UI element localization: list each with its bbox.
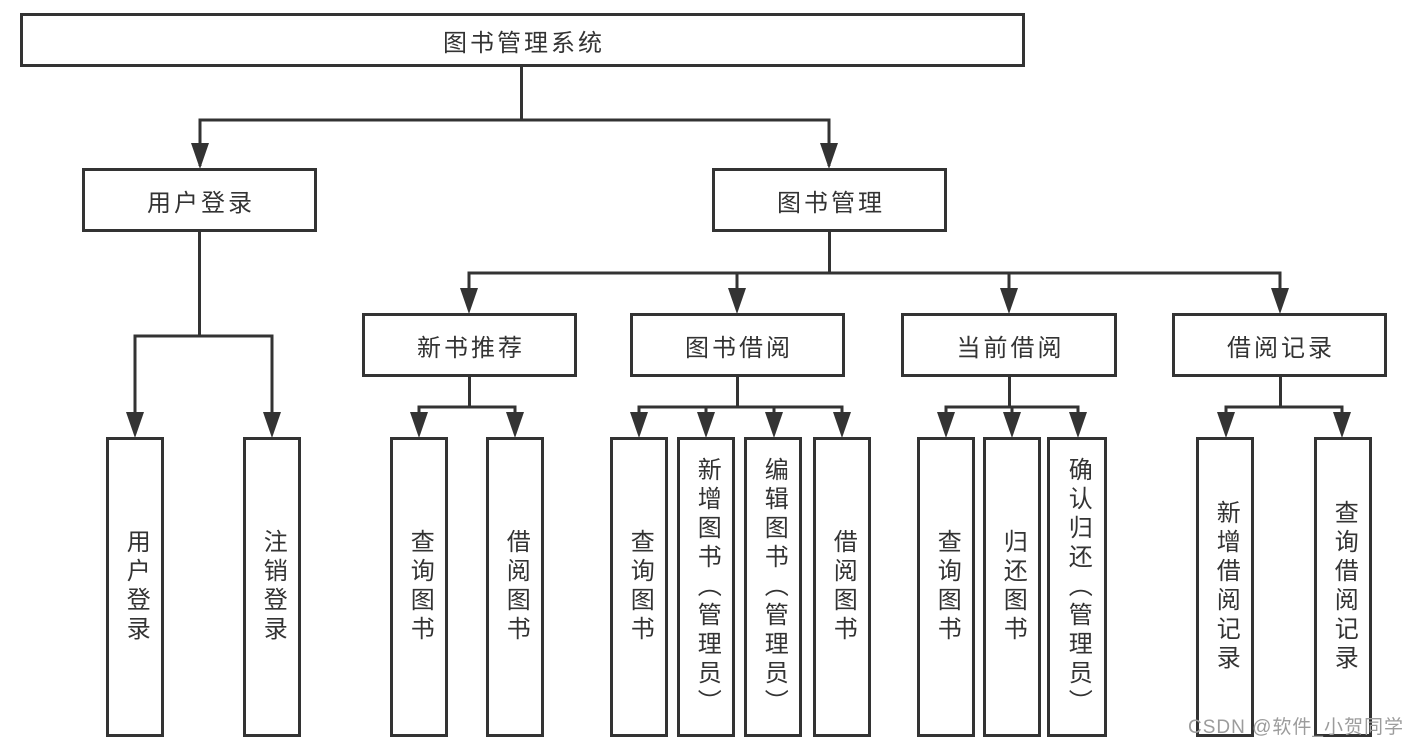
- connector-new-book-to-leaves: [417, 377, 517, 434]
- leaf-return-book-label: 归还图书: [999, 529, 1027, 645]
- node-book-borrow: 图书借阅: [630, 313, 845, 377]
- node-current-borrow-label: 当前借阅: [956, 334, 1065, 362]
- leaf-query-book-current: 查询图书: [917, 437, 975, 737]
- leaf-confirm-return-admin: 确认归还（管理员）: [1047, 437, 1107, 737]
- node-new-book-recommend: 新书推荐: [362, 313, 577, 377]
- leaf-query-book-recommend: 查询图书: [390, 437, 448, 737]
- leaf-borrow-book-recommend-label: 借阅图书: [502, 529, 530, 645]
- arrowhead-down-icon: [1003, 412, 1021, 438]
- arrowhead-down-icon: [697, 412, 715, 438]
- connector-lines: [133, 67, 1344, 434]
- arrowhead-down-icon: [728, 288, 746, 314]
- node-library-system-label: 图书管理系统: [443, 29, 605, 57]
- leaf-add-book-admin: 新增图书（管理员）: [677, 437, 735, 737]
- arrowhead-down-icon: [126, 412, 144, 438]
- leaf-borrow-book: 借阅图书: [813, 437, 871, 737]
- arrowhead-down-icon: [833, 412, 851, 438]
- connector-book-management-to-level3: [467, 232, 1282, 310]
- connector-borrow-record-to-leaves: [1224, 377, 1344, 434]
- connector-user-login-to-leaves: [133, 232, 274, 434]
- leaf-add-borrow-record-label: 新增借阅记录: [1212, 500, 1240, 674]
- leaf-add-book-admin-label: 新增图书（管理员）: [693, 456, 721, 718]
- leaf-query-book-current-label: 查询图书: [933, 529, 961, 645]
- arrowhead-down-icon: [191, 143, 209, 169]
- arrowhead-down-icon: [410, 412, 428, 438]
- leaf-edit-book-admin-label: 编辑图书（管理员）: [760, 456, 788, 718]
- connector-root-to-level2: [198, 67, 831, 166]
- watermark-text: CSDN @软件_小贺同学: [1188, 717, 1404, 738]
- arrowhead-down-icon: [1000, 288, 1018, 314]
- arrowhead-down-icon: [630, 412, 648, 438]
- leaf-logout-login-label: 注销登录: [259, 529, 287, 645]
- arrowhead-down-icon: [506, 412, 524, 438]
- arrowhead-down-icon: [263, 412, 281, 438]
- arrowhead-down-icon: [765, 412, 783, 438]
- arrowhead-down-icon: [460, 288, 478, 314]
- node-library-system: 图书管理系统: [20, 13, 1025, 67]
- leaf-query-book-borrow: 查询图书: [610, 437, 668, 737]
- leaf-query-book-borrow-label: 查询图书: [626, 529, 654, 645]
- arrowheads: [126, 143, 1351, 438]
- arrowhead-down-icon: [1217, 412, 1235, 438]
- arrowhead-down-icon: [1271, 288, 1289, 314]
- leaf-query-book-recommend-label: 查询图书: [406, 529, 434, 645]
- leaf-query-borrow-record: 查询借阅记录: [1314, 437, 1372, 737]
- leaf-query-borrow-record-label: 查询借阅记录: [1330, 500, 1358, 674]
- node-user-login-label: 用户登录: [147, 189, 255, 217]
- arrowhead-down-icon: [1069, 412, 1087, 438]
- leaf-logout-login: 注销登录: [243, 437, 301, 737]
- node-borrow-records-label: 借阅记录: [1227, 334, 1335, 362]
- node-new-book-recommend-label: 新书推荐: [417, 334, 525, 362]
- leaf-add-borrow-record: 新增借阅记录: [1196, 437, 1254, 737]
- node-current-borrow: 当前借阅: [901, 313, 1117, 377]
- node-borrow-records: 借阅记录: [1172, 313, 1387, 377]
- leaf-confirm-return-admin-label: 确认归还（管理员）: [1064, 456, 1092, 718]
- node-user-login: 用户登录: [82, 168, 317, 232]
- arrowhead-down-icon: [1333, 412, 1351, 438]
- arrowhead-down-icon: [937, 412, 955, 438]
- leaf-return-book: 归还图书: [983, 437, 1041, 737]
- leaf-borrow-book-label: 借阅图书: [829, 529, 857, 645]
- leaf-edit-book-admin: 编辑图书（管理员）: [744, 437, 802, 737]
- leaf-user-login-label: 用户登录: [122, 529, 150, 645]
- node-book-management: 图书管理: [712, 168, 947, 232]
- node-book-borrow-label: 图书借阅: [685, 334, 793, 362]
- node-book-management-label: 图书管理: [777, 189, 885, 217]
- leaf-user-login: 用户登录: [106, 437, 164, 737]
- leaf-borrow-book-recommend: 借阅图书: [486, 437, 544, 737]
- arrowhead-down-icon: [820, 143, 838, 169]
- connector-book-borrow-to-leaves: [637, 377, 844, 434]
